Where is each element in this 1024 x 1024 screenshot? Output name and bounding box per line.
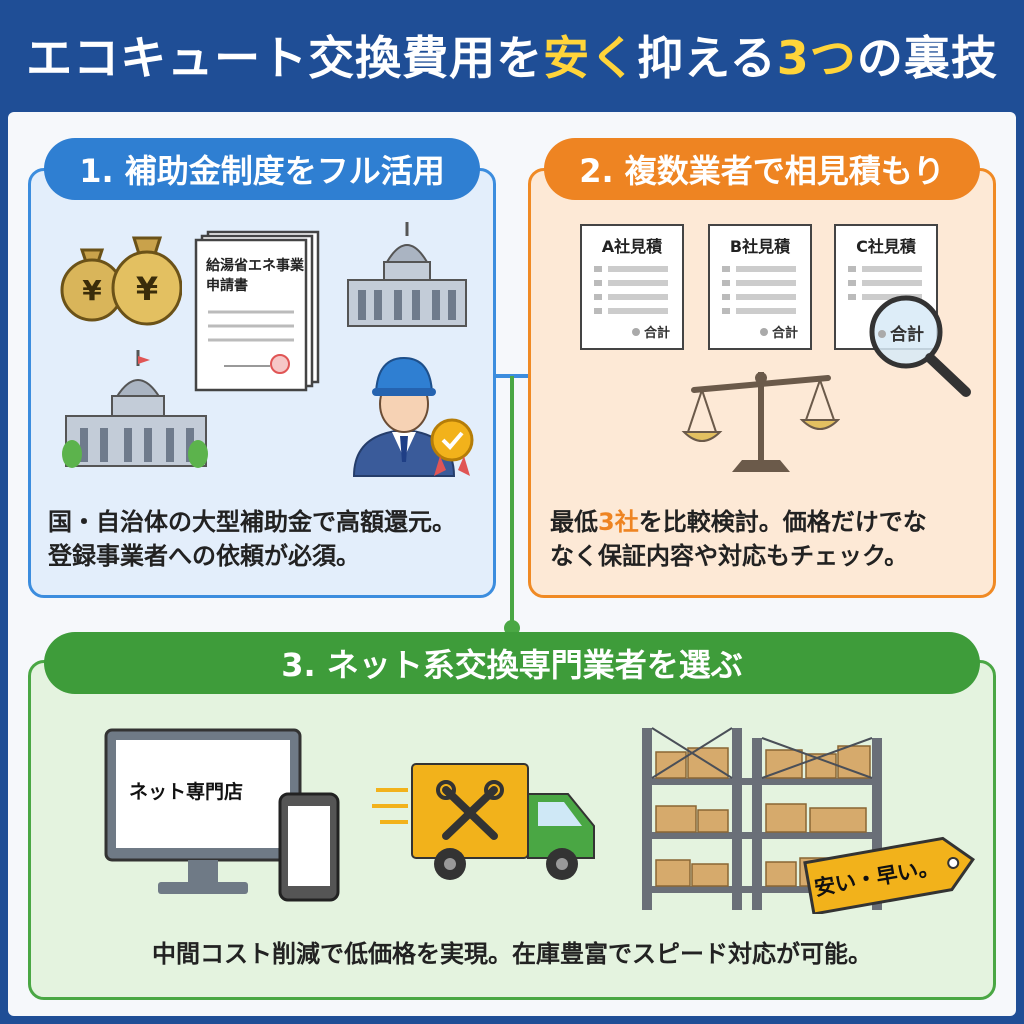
estimate-heading: 2. 複数業者で相見積もり (544, 138, 980, 200)
svg-text:合計: 合計 (644, 325, 670, 341)
balance-scale-icon (681, 372, 840, 472)
government-building-icon (347, 222, 467, 327)
svg-text:合計: 合計 (772, 325, 798, 341)
estimate-description: 最低3社を比較検討。価格だけでな なく保証内容や対応もチェック。 (550, 508, 927, 570)
svg-text:¥: ¥ (136, 270, 158, 308)
computer-monitor-icon: ネット専門店 (104, 728, 340, 902)
subsidy-heading: 1. 補助金制度をフル活用 (44, 138, 480, 200)
national-diet-building-icon (62, 350, 208, 468)
warehouse-shelves-icon: 安い・早い。 (642, 727, 975, 914)
svg-text:¥: ¥ (82, 274, 102, 307)
svg-text:申請書: 申請書 (206, 277, 248, 294)
page-title: エコキュート交換費用を安く抑える3つの裏技 (26, 31, 998, 85)
svg-text:ネット専門店: ネット専門店 (129, 780, 243, 803)
estimate-sheet-c: C社見積 合計 (834, 224, 971, 397)
estimate-sheet-b: B社見積 合計 (708, 224, 812, 350)
svg-text:給湯省エネ事業: 給湯省エネ事業 (206, 257, 305, 274)
svg-text:B社見積: B社見積 (730, 237, 791, 256)
application-document-icon: 給湯省エネ事業 申請書 (194, 230, 320, 392)
header-bar: エコキュート交換費用を安く抑える3つの裏技 (0, 0, 1024, 110)
svg-text:C社見積: C社見積 (856, 237, 917, 256)
online-specialist-heading: 3. ネット系交換専門業者を選ぶ (44, 632, 980, 694)
certified-worker-icon (352, 356, 474, 477)
online-specialist-description: 中間コスト削減で低価格を実現。在庫豊富でスピード対応が可能。 (152, 940, 872, 968)
delivery-truck-icon (372, 763, 595, 880)
svg-text:A社見積: A社見積 (602, 237, 663, 256)
svg-text:合計: 合計 (890, 324, 924, 345)
money-bags-icon: ¥ ¥ (60, 236, 182, 326)
estimate-sheet-a: A社見積 合計 (580, 224, 684, 350)
subsidy-description: 国・自治体の大型補助金で高額還元。 登録事業者への依頼が必須。 (48, 508, 456, 570)
